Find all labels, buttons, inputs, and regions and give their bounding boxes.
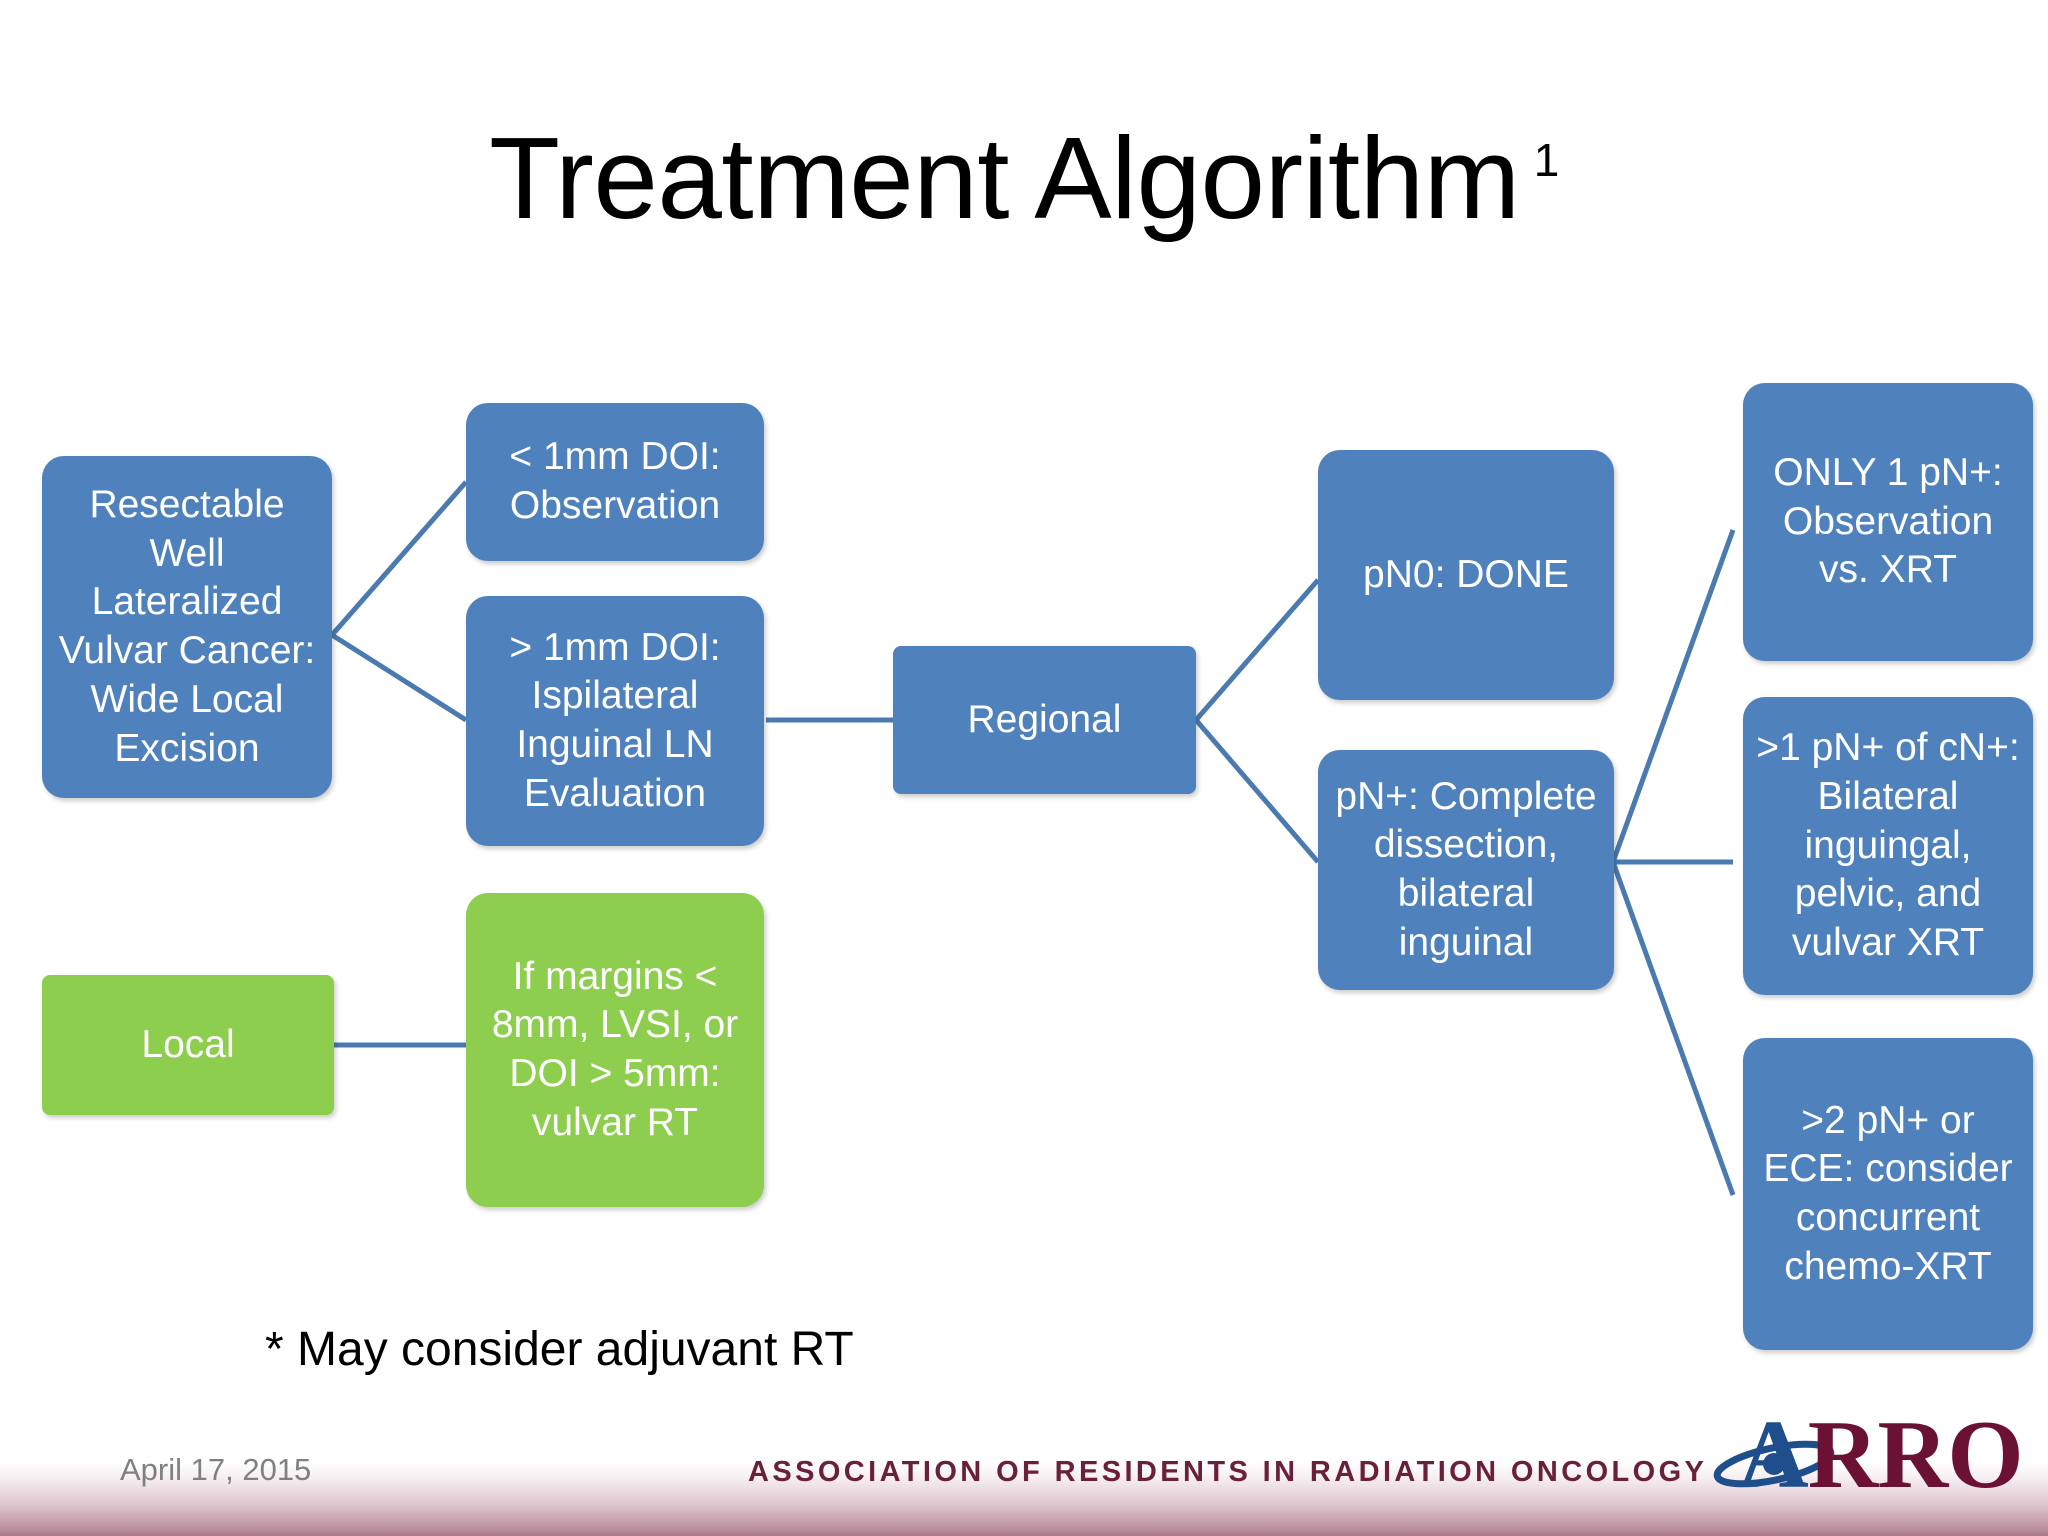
- node-local[interactable]: Local: [42, 975, 334, 1115]
- arro-logo-icon: [1713, 1440, 1835, 1488]
- node-only-1-pn[interactable]: ONLY 1 pN+: Observation vs. XRT: [1743, 383, 2033, 661]
- edge-primary-to-doi-gt-1mm: [330, 632, 468, 723]
- node-doi-lt-1mm[interactable]: < 1mm DOI: Observation: [466, 403, 764, 561]
- page-title-text: Treatment Algorithm: [489, 113, 1520, 243]
- node-pn-plus-label: pN+: Complete dissection, bilateral ingu…: [1335, 774, 1597, 964]
- node-local-rt-label: If margins < 8mm, LVSI, or DOI > 5mm: vu…: [491, 954, 739, 1144]
- node-doi-gt-1mm[interactable]: > 1mm DOI: Ispilateral Inguinal LN Evalu…: [466, 596, 764, 846]
- node-doi-gt-1mm-label: > 1mm DOI: Ispilateral Inguinal LN Evalu…: [509, 625, 721, 815]
- node-gt2-pn-ece-label: >2 pN+ or ECE: consider concurrent chemo…: [1763, 1098, 2013, 1288]
- footer-association-text: ASSOCIATION OF RESIDENTS IN RADIATION ON…: [748, 1456, 1708, 1488]
- edge-pn-plus-to-gt2-pn-ece: [1610, 861, 1736, 1196]
- node-doi-lt-1mm-label: < 1mm DOI: Observation: [509, 435, 721, 527]
- node-local-label: Local: [141, 1022, 235, 1066]
- node-local-rt[interactable]: If margins < 8mm, LVSI, or DOI > 5mm: vu…: [466, 893, 764, 1207]
- edge-regional-to-pn0: [1194, 578, 1320, 722]
- node-gt1-pn-cn[interactable]: >1 pN+ of cN+: Bilateral inguingal, pelv…: [1743, 697, 2033, 995]
- node-pn-plus[interactable]: pN+: Complete dissection, bilateral ingu…: [1318, 750, 1614, 990]
- node-primary-label: Resectable Well Lateralized Vulvar Cance…: [58, 482, 316, 770]
- page-title-superscript: 1: [1533, 134, 1560, 186]
- arro-logo-wordmark: ARRO: [1738, 1406, 2024, 1504]
- footnote-text: * May consider adjuvant RT: [265, 1323, 854, 1376]
- node-pn0[interactable]: pN0: DONE: [1318, 450, 1614, 700]
- arro-logo-letters-rro: RRO: [1807, 1401, 2024, 1509]
- arro-logo-letter-a: A: [1738, 1401, 1809, 1509]
- node-gt1-pn-cn-label: >1 pN+ of cN+: Bilateral inguingal, pelv…: [1756, 726, 2020, 965]
- footer-date: April 17, 2015: [120, 1452, 312, 1487]
- node-regional-label: Regional: [967, 697, 1122, 741]
- edge-regional-to-pn-plus: [1194, 718, 1320, 864]
- node-only-1-pn-label: ONLY 1 pN+: Observation vs. XRT: [1773, 450, 2003, 592]
- node-pn0-label: pN0: DONE: [1363, 552, 1569, 596]
- node-gt2-pn-ece[interactable]: >2 pN+ or ECE: consider concurrent chemo…: [1743, 1038, 2033, 1350]
- node-primary[interactable]: Resectable Well Lateralized Vulvar Cance…: [42, 456, 332, 798]
- edge-primary-to-doi-lt-1mm: [330, 480, 468, 637]
- footer-gradient-bar: [0, 1462, 2048, 1536]
- edge-pn-plus-to-only-1-pn: [1610, 529, 1736, 863]
- node-regional[interactable]: Regional: [893, 646, 1196, 794]
